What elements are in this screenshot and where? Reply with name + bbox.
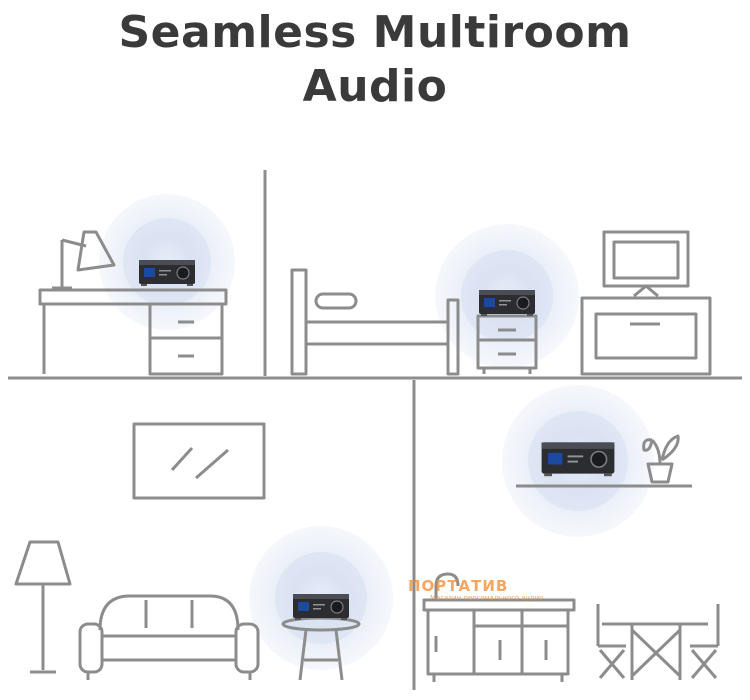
- living-room: [14, 422, 361, 681]
- plant-icon: [642, 434, 680, 484]
- watermark-tagline: Магазин персонального аудио: [430, 594, 544, 602]
- tap-icon: [434, 572, 460, 600]
- amp-office: [138, 259, 196, 287]
- office-room: [38, 230, 228, 376]
- kitchen: [422, 434, 720, 682]
- desk: [38, 288, 228, 376]
- watermark: ПОРТАТИВ Магазин персонального аудио: [408, 578, 543, 603]
- kitchen-counter: [422, 598, 576, 682]
- bed-icon: [290, 268, 460, 376]
- sofa-icon: [78, 594, 260, 680]
- nightstand: [476, 314, 538, 374]
- house-structure: [8, 170, 742, 690]
- page-title: Seamless Multiroom Audio: [0, 6, 750, 114]
- title-line-2: Audio: [302, 61, 448, 112]
- dining-set-icon: [596, 604, 720, 680]
- floor-lamp-icon: [14, 540, 72, 674]
- wall-picture: [132, 422, 266, 500]
- tv-icon: [602, 230, 690, 298]
- watermark-name: ПОРТАТИВ: [408, 577, 509, 595]
- dresser: [580, 296, 712, 376]
- bedroom: [290, 230, 712, 376]
- amp-bedroom: [478, 289, 536, 317]
- amp-kitchen: [540, 441, 616, 477]
- title-line-1: Seamless Multiroom: [118, 7, 632, 58]
- side-table: [281, 616, 361, 681]
- amp-living: [292, 593, 350, 621]
- desk-lamp-icon: [52, 230, 116, 290]
